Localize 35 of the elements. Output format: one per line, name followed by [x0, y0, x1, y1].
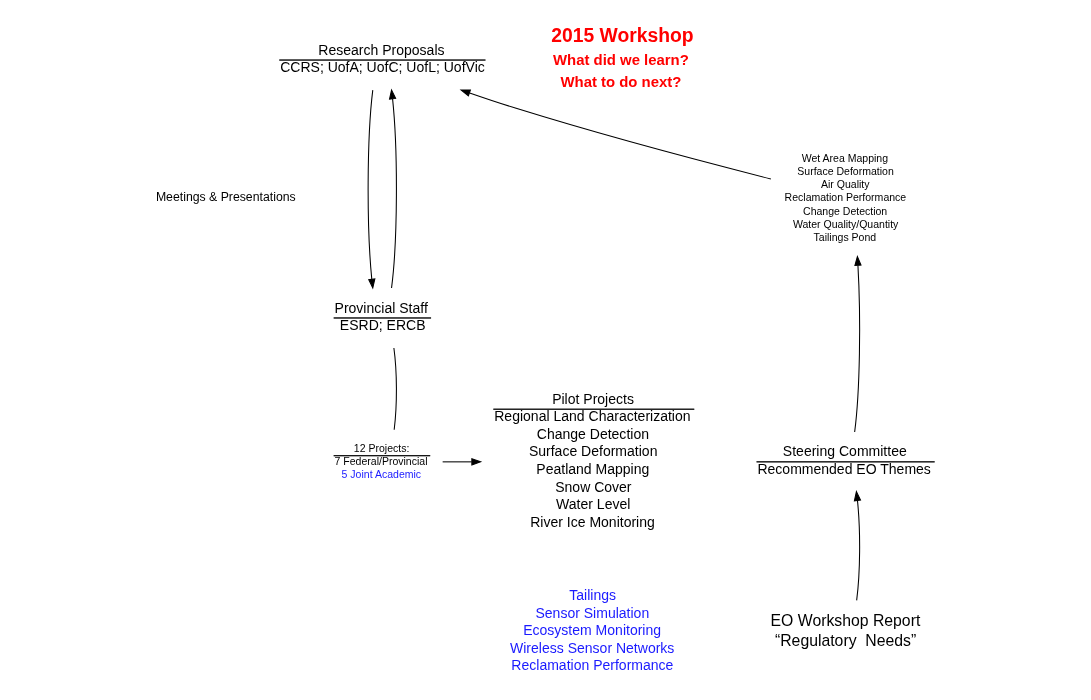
label: What to do next?: [559, 73, 681, 90]
node-text: EO Workshop Report “Regulatory Needs”: [770, 612, 920, 649]
label: Tailings: [568, 587, 616, 604]
arrow: [853, 490, 861, 601]
label: Meetings & Presentations: [155, 190, 296, 205]
node-label: Water Level: [555, 496, 630, 513]
node-label: ESRD; ERCB: [339, 317, 425, 334]
label: Wireless Sensor Networks: [509, 639, 674, 656]
connector: [392, 347, 397, 431]
label: What did we learn?: [552, 51, 689, 68]
node-label: River Ice Monitoring: [529, 513, 655, 530]
node-label: Research Proposals: [317, 41, 445, 58]
arrow: [441, 458, 482, 466]
node-label: Pilot Projects: [551, 390, 634, 407]
arrow: [388, 88, 397, 289]
node-label: Regional Land Characterization: [493, 408, 691, 425]
node-label: Steering Committee: [782, 443, 907, 460]
node-label: Surface Deformation: [528, 443, 657, 460]
label: 2015 Workshop: [550, 25, 694, 47]
label: Ecosystem Monitoring: [522, 622, 661, 639]
arrow: [459, 89, 771, 180]
node-label: Recommended EO Themes: [756, 460, 931, 477]
node-label: 12 Projects:: [353, 441, 409, 454]
label: Sensor Simulation: [534, 604, 649, 621]
node-label: Peatland Mapping: [535, 460, 649, 477]
node-label: Snow Cover: [554, 478, 632, 495]
node-text: Wet Area Mapping Surface Deformation Air Quality Reclamation Performance Change Detection Water Quality/Quantity Tailings Pond: [784, 151, 906, 243]
label: Reclamation Performance: [510, 657, 673, 674]
arrow: [853, 255, 862, 433]
node-label: Provincial Staff: [334, 299, 428, 316]
node-label: 7 Federal/Provincial: [334, 455, 428, 468]
arrow: [367, 89, 376, 290]
node-label: 5 Joint Academic: [341, 468, 421, 481]
node-label: CCRS; UofA; UofC; UofL; UofVic: [279, 59, 485, 76]
node-label: Change Detection: [536, 425, 649, 442]
